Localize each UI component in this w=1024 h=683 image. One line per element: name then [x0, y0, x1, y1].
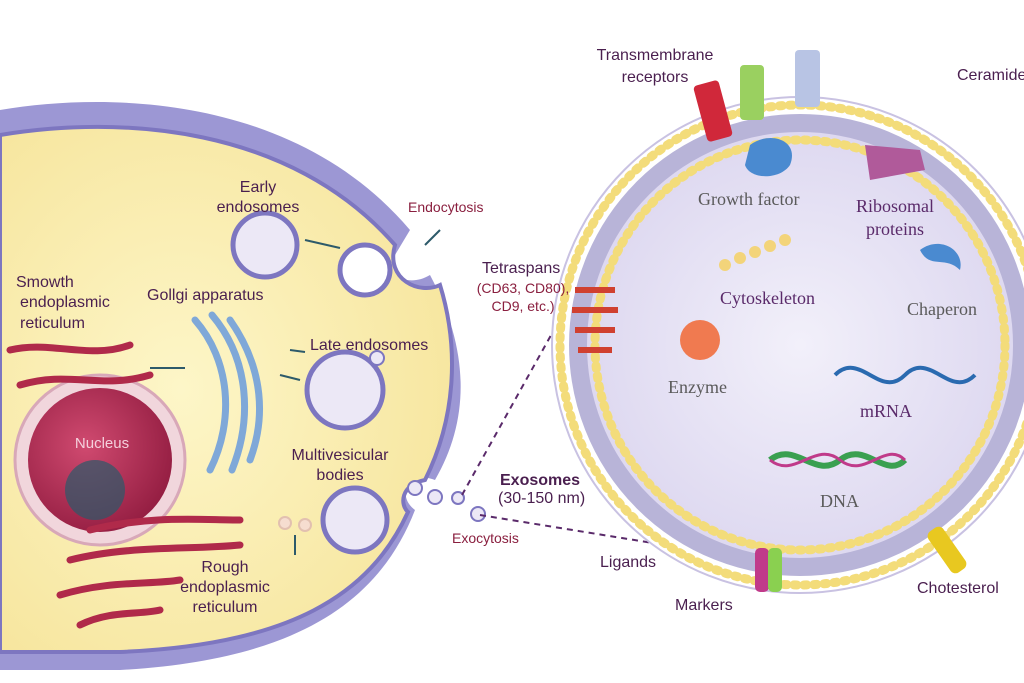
label-late-endosomes: Late endosomes — [310, 337, 428, 354]
label-ribosomal-2: proteins — [866, 219, 924, 239]
vesicles — [278, 350, 486, 532]
label-dna: DNA — [820, 491, 859, 511]
exosome — [551, 96, 1024, 594]
label-transmembrane-2: receptors — [622, 69, 689, 86]
arrows — [150, 229, 441, 555]
label-mrna: mRNA — [860, 401, 912, 421]
label-rough-er-2: endoplasmic — [180, 579, 270, 596]
zoom-lines — [461, 309, 666, 546]
label-rough-er-3: reticulum — [193, 599, 258, 616]
label-transmembrane-1: Transmembrane — [597, 47, 714, 64]
label-growth-factor: Growth factor — [698, 189, 799, 209]
smooth-er — [6, 341, 154, 389]
label-smooth-er-3: reticulum — [20, 315, 85, 332]
golgi-apparatus — [191, 311, 264, 474]
label-mvb-2: bodies — [316, 467, 363, 484]
label-tetraspans: Tetraspans — [482, 260, 560, 277]
rough-er — [56, 515, 244, 629]
label-golgi: Gollgi apparatus — [147, 287, 264, 304]
label-enzyme: Enzyme — [668, 377, 727, 397]
membrane-proteins — [572, 50, 967, 592]
label-markers: Markers — [675, 597, 733, 614]
label-cytoskeleton: Cytoskeleton — [720, 288, 815, 308]
nucleus — [13, 373, 187, 547]
endosomes — [230, 210, 393, 555]
label-ribosomal-1: Ribosomal — [856, 196, 934, 216]
label-early-endosomes-1: Early — [240, 179, 276, 196]
svg-text:(CD63, CD80),CD9, etc.): (CD63, CD80), CD9, etc.) — [477, 280, 570, 314]
label-early-endosomes-2: endosomes — [217, 199, 300, 216]
label-ligands: Ligands — [600, 554, 656, 571]
label-tetraspans-detail-1: (CD63, CD80), — [477, 280, 570, 296]
label-mvb-1: Multivesicular — [292, 447, 390, 464]
cargo — [680, 137, 977, 469]
label-tetraspans-detail-2: CD9, etc.) — [491, 298, 554, 314]
label-ceramides: Ceramides — [957, 67, 1024, 84]
label-nucleus: Nucleus — [75, 435, 129, 452]
label-exosome-size: (30-150 nm) — [498, 490, 585, 507]
label-chaperon: Chaperon — [907, 299, 977, 319]
label-exocytosis: Exocytosis — [452, 530, 519, 546]
label-exosomes: Exosomes — [500, 472, 580, 489]
label-endocytosis: Endocytosis — [408, 199, 483, 215]
label-rough-er-1: Rough — [201, 559, 248, 576]
label-smooth-er-2: endoplasmic — [20, 294, 110, 311]
label-cholesterol: Chotesterol — [917, 580, 999, 597]
label-smooth-er-1: Smowth — [16, 274, 74, 291]
